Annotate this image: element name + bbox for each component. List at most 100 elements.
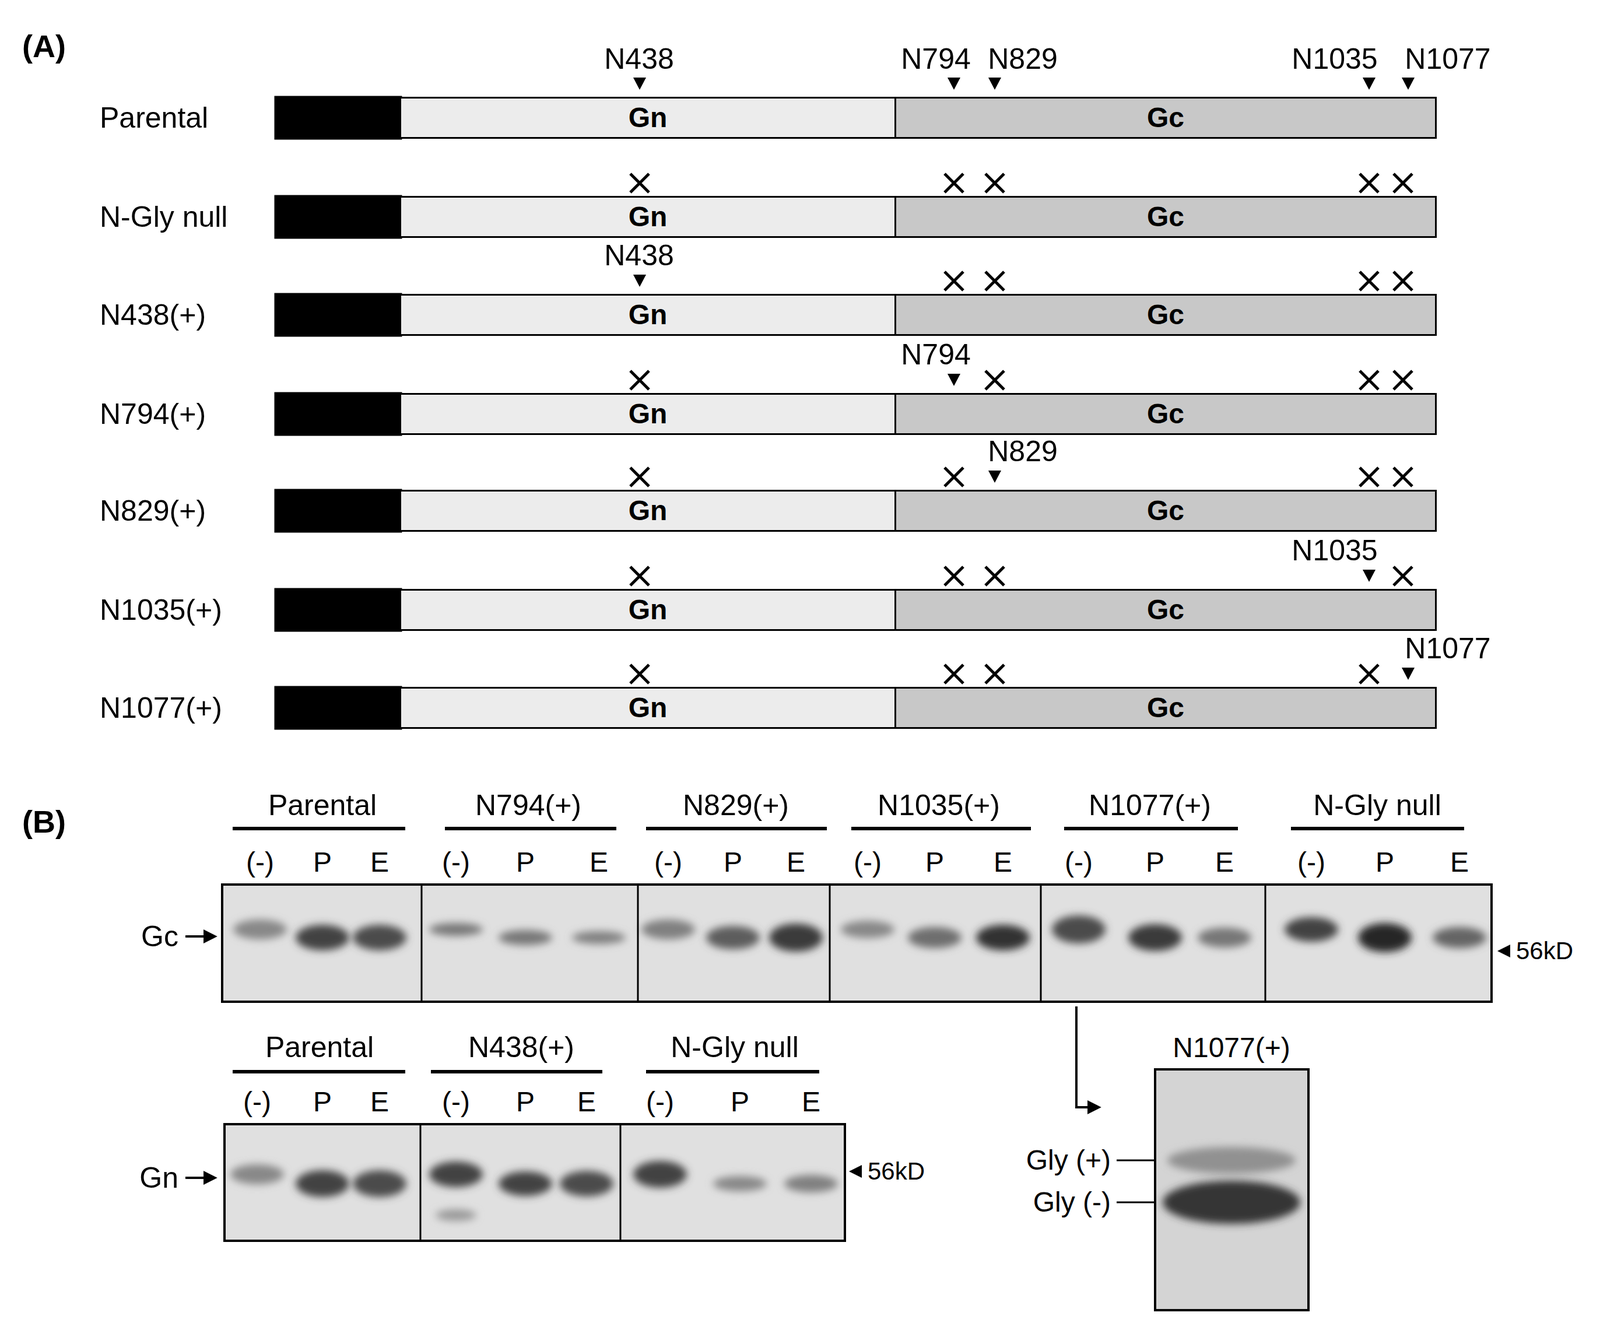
protein-band — [233, 919, 287, 940]
signal-peptide-segment — [275, 293, 402, 336]
lane-label: (-) — [853, 848, 882, 877]
gel-border — [224, 1124, 845, 1241]
segment-label: Gc — [1146, 300, 1185, 329]
group-underline — [444, 826, 617, 831]
protein-band — [352, 924, 407, 951]
signal-peptide-segment — [275, 489, 402, 532]
site-label: N794 — [900, 339, 971, 370]
segment-label: Gn — [628, 595, 668, 624]
site-label: N1035 — [1291, 535, 1378, 566]
lane-label: (-) — [654, 848, 683, 877]
lane-label: (-) — [646, 1088, 675, 1117]
signal-peptide-segment — [275, 588, 402, 631]
group-label: N794(+) — [475, 790, 582, 820]
protein-band — [976, 924, 1030, 951]
protein-band — [295, 924, 350, 951]
construct-name: N794(+) — [99, 399, 206, 429]
gc-segment: Gc — [894, 393, 1437, 435]
protein-band — [840, 920, 895, 939]
removed-site-cross — [1393, 370, 1413, 390]
segment-label: Gc — [1146, 595, 1185, 624]
segment-label: Gc — [1146, 496, 1185, 525]
group-label: Parental — [268, 790, 377, 820]
protein-band — [641, 919, 696, 940]
protein-band — [713, 1176, 767, 1192]
group-underline — [430, 1069, 603, 1074]
segment-label: Gn — [628, 693, 668, 722]
protein-band — [706, 925, 760, 950]
segment-label: Gn — [628, 202, 668, 231]
removed-site-cross — [1359, 370, 1379, 390]
panel-divider — [1264, 884, 1267, 1002]
lane-label: (-) — [441, 848, 470, 877]
site-label: N829 — [987, 436, 1058, 466]
removed-site-cross — [985, 566, 1005, 586]
protein-label: Gn — [139, 1163, 179, 1193]
removed-site-cross — [1359, 467, 1379, 487]
glycosylation-site-marker — [1362, 77, 1376, 90]
removed-site-cross — [944, 173, 964, 193]
gn-segment: Gn — [399, 293, 897, 336]
protein-band — [769, 923, 823, 952]
glycosylation-site-marker — [1362, 569, 1376, 582]
construct-name: N-Gly null — [99, 202, 228, 232]
panel-divider — [829, 884, 831, 1002]
removed-site-cross — [1393, 173, 1413, 193]
lane-label: (-) — [246, 848, 275, 877]
band-pointer-arrow — [185, 1176, 215, 1180]
site-label: N829 — [987, 44, 1058, 74]
band-pointer-arrow — [185, 935, 215, 938]
lane-label: P — [313, 848, 332, 877]
removed-site-cross — [944, 664, 964, 684]
construct-name: N1035(+) — [99, 595, 223, 625]
site-label: N1035 — [1291, 44, 1378, 74]
glycosylation-site-marker — [633, 274, 647, 287]
removed-site-cross — [985, 664, 1005, 684]
protein-band — [633, 1160, 687, 1188]
protein-band — [230, 1164, 284, 1185]
signal-peptide-segment — [275, 393, 402, 435]
lane-label: (-) — [441, 1088, 470, 1117]
protein-band — [1284, 917, 1339, 942]
panel-divider — [420, 884, 423, 1002]
construct-name: N438(+) — [99, 300, 206, 330]
segment-label: Gn — [628, 496, 668, 525]
inset-title: N1077(+) — [1172, 1033, 1290, 1062]
lane-label: E — [577, 1088, 596, 1117]
lane-label: E — [1450, 848, 1469, 877]
gc-segment: Gc — [894, 96, 1437, 139]
protein-band — [784, 1174, 838, 1193]
signal-peptide-segment — [275, 195, 402, 238]
lane-label: (-) — [1064, 848, 1093, 877]
glycosylation-site-marker — [988, 470, 1002, 483]
glycosylation-site-marker — [947, 77, 961, 90]
gc-segment: Gc — [894, 195, 1437, 238]
removed-site-cross — [630, 370, 649, 390]
group-label: N1077(+) — [1088, 790, 1212, 820]
protein-band — [435, 1209, 477, 1221]
group-label: N438(+) — [468, 1032, 575, 1062]
removed-site-cross — [630, 467, 649, 487]
segment-label: Gc — [1146, 693, 1185, 722]
lane-label: P — [925, 848, 945, 877]
segment-label: Gn — [628, 300, 668, 329]
lane-label: E — [370, 848, 389, 877]
removed-site-cross — [630, 173, 649, 193]
lane-label: E — [370, 1088, 389, 1117]
protein-band — [1432, 927, 1487, 949]
site-label: N1077 — [1404, 633, 1491, 663]
segment-label: Gn — [628, 400, 668, 428]
removed-site-cross — [985, 173, 1005, 193]
gn-segment: Gn — [399, 195, 897, 238]
gel-border — [222, 884, 1492, 1002]
removed-site-cross — [1393, 271, 1413, 291]
removed-site-cross — [1359, 271, 1379, 291]
western-blot-gc — [222, 884, 1492, 1002]
removed-site-cross — [1359, 173, 1379, 193]
group-underline — [851, 826, 1031, 831]
gc-segment: Gc — [894, 293, 1437, 336]
site-label: N1077 — [1404, 44, 1491, 74]
signal-peptide-segment — [275, 686, 402, 729]
protein-label: Gc — [141, 921, 179, 952]
